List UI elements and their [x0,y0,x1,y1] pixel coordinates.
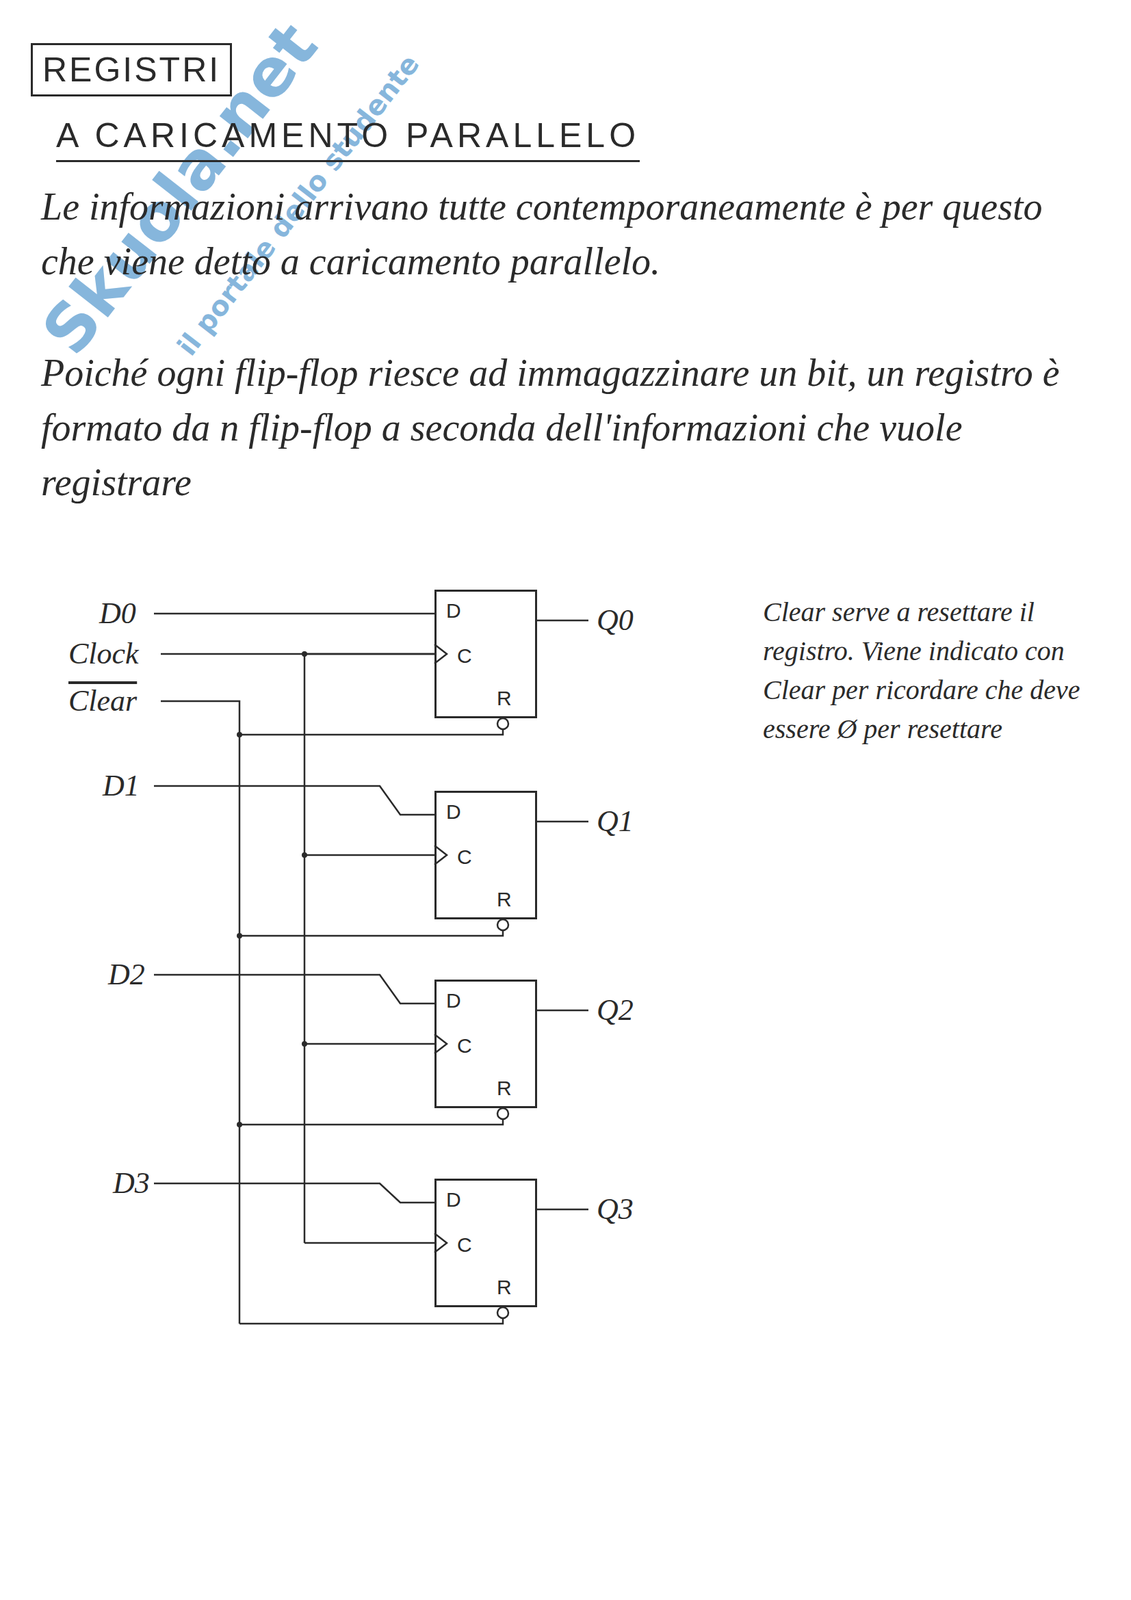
wire [160,653,435,656]
reset-input-pin: R [496,687,512,710]
wire [239,1119,503,1125]
d-flip-flop: D CR [434,979,538,1109]
wire [153,786,435,815]
output-name: Q1 [596,805,634,839]
wire [239,729,503,735]
data-input-pin: D [446,1189,462,1212]
signal-name: D2 [108,958,146,992]
wire [304,1043,435,1046]
data-input-pin: D [446,801,462,824]
signal-name: Clock [68,637,139,671]
inversion-bubble [497,718,509,730]
inversion-bubble [497,1307,509,1319]
reset-input-pin: R [496,1077,512,1100]
signal-name: D3 [112,1167,150,1201]
clock-input-pin: C [457,846,473,869]
wire [160,701,240,1324]
junction-dot [301,651,308,657]
wire [303,654,306,1244]
output-name: Q3 [596,1193,634,1227]
wire [304,1242,435,1245]
data-input-pin: D [446,990,462,1012]
wire [537,1009,589,1012]
output-name: Q0 [596,604,634,637]
output-name: Q2 [596,994,634,1027]
section-heading: A CARICAMENTO PARALLELO [56,114,640,163]
wire [239,1318,503,1324]
data-input-pin: D [446,600,462,622]
side-note: Clear serve a resettare il registro. Vie… [762,592,1102,749]
title-box: REGISTRI [30,43,232,97]
wire [537,1209,589,1212]
d-flip-flop: DCR [434,1178,538,1308]
paragraph: Le informazioni arrivano tutte contempor… [41,179,1095,289]
junction-dot [236,732,243,738]
d-flip-flop: DCR [434,790,538,920]
junction-dot [301,1041,308,1047]
junction-dot [301,852,308,858]
junction-dot [236,933,243,939]
junction-dot [236,1122,243,1128]
signal-name: D0 [99,597,137,631]
d-flip-flop: D CR [434,589,538,719]
reset-input-pin: R [496,1276,512,1299]
signal-name: Clear [68,684,137,718]
inversion-bubble [497,919,509,931]
paragraph: Poiché ogni flip-flop riesce ad immagazz… [41,345,1095,510]
wire [537,821,589,824]
wire [239,930,503,936]
wire [153,1183,435,1203]
signal-name: D1 [102,769,140,803]
reset-input-pin: R [496,888,512,911]
wire [537,619,589,622]
wire [153,613,435,616]
wire [304,854,435,857]
clock-input-pin: C [457,645,473,668]
clock-input-pin: C [457,1035,473,1058]
wire [153,975,435,1004]
clock-input-pin: C [457,1234,473,1257]
inversion-bubble [497,1108,509,1120]
